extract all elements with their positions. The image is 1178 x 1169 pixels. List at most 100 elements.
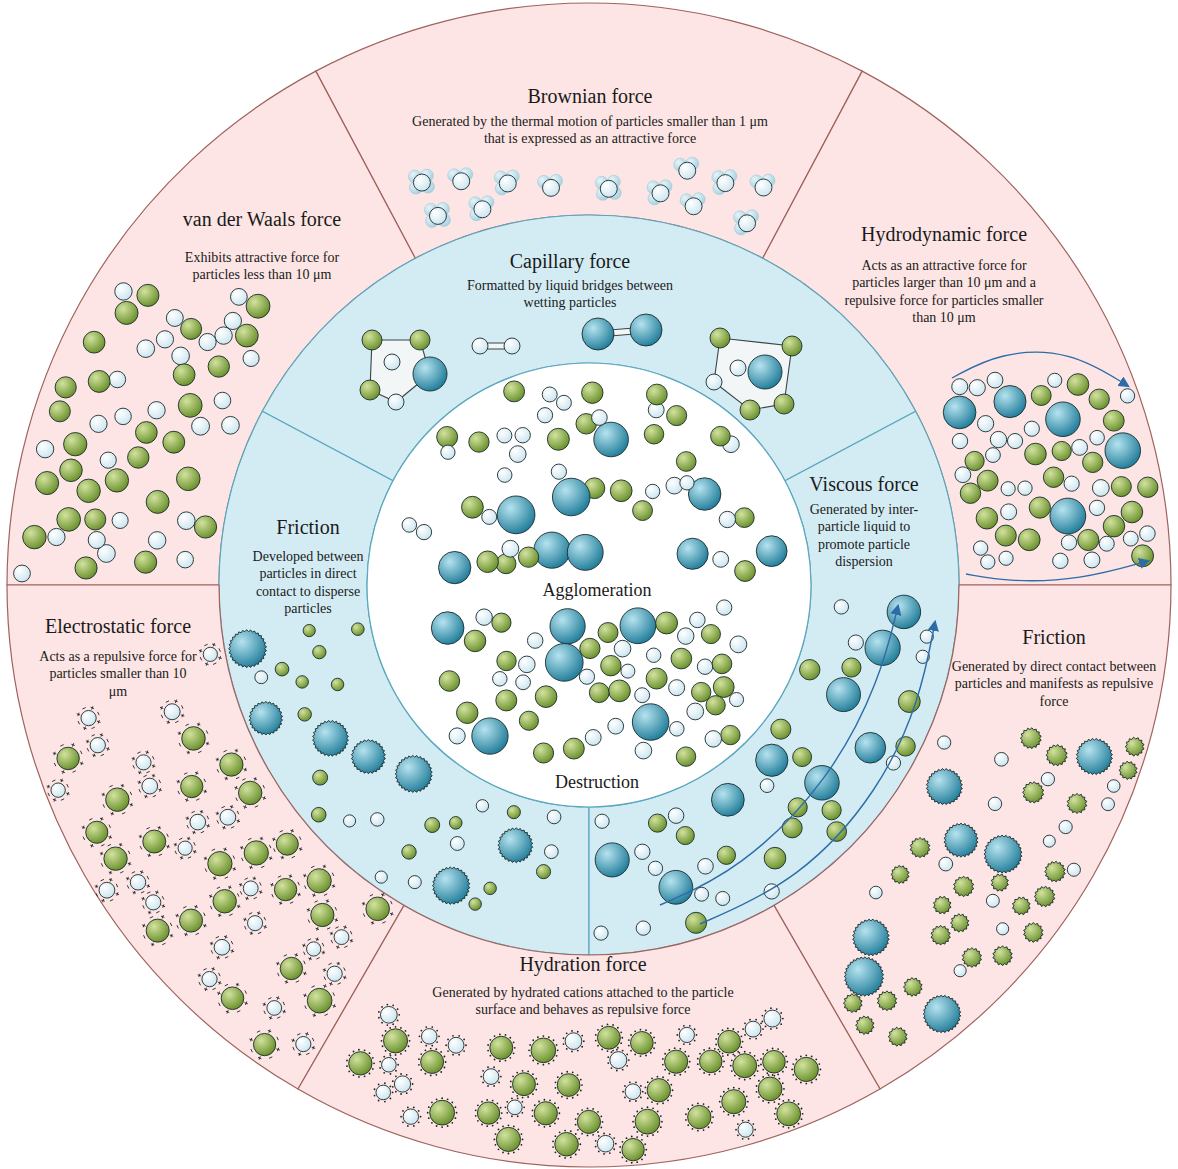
hydrated-cation — [447, 1039, 449, 1041]
smooth-particle — [221, 987, 244, 1010]
hydrated-cation — [413, 1107, 415, 1109]
hydrated-cation — [392, 1086, 394, 1088]
hydrated-cation — [566, 1032, 568, 1034]
particle — [1067, 374, 1089, 396]
hydrated-cation — [436, 1098, 438, 1100]
hydrated-cation — [420, 1116, 422, 1118]
smooth-particle — [275, 662, 289, 676]
hydrated-cation — [595, 1040, 597, 1042]
smooth-particle — [756, 744, 788, 776]
hydrated-cation — [398, 1014, 400, 1016]
particle — [208, 356, 229, 377]
particle — [981, 555, 995, 569]
smooth-particle — [855, 732, 886, 763]
hydrated-cation — [641, 1139, 643, 1141]
smooth-particle — [180, 909, 203, 932]
hydrated-cation — [818, 1063, 820, 1065]
hydrated-cation — [575, 1118, 577, 1120]
smooth-particle — [437, 426, 458, 447]
particle — [710, 328, 730, 348]
smooth-particle — [679, 1027, 694, 1042]
particle — [515, 428, 530, 443]
particle — [1024, 421, 1039, 436]
smooth-particle — [1099, 536, 1114, 551]
particle — [528, 1035, 558, 1065]
hydrated-cation — [727, 1088, 729, 1090]
hydrated-cation — [641, 1159, 643, 1161]
hydrated-cation — [579, 1143, 581, 1145]
hydrated-cation — [708, 1047, 710, 1049]
particle — [999, 551, 1013, 565]
hydrated-cation — [748, 1138, 750, 1140]
particle — [592, 410, 608, 426]
particle — [782, 336, 802, 356]
hydrated-cation — [685, 1119, 687, 1121]
particle — [450, 837, 464, 851]
hydrated-cation — [742, 1028, 744, 1030]
particle — [449, 817, 462, 830]
smooth-particle — [688, 1105, 711, 1128]
particle — [313, 720, 349, 756]
smooth-particle — [969, 380, 985, 396]
particle — [55, 377, 76, 398]
smooth-particle — [1043, 467, 1063, 487]
particle — [173, 364, 195, 386]
hydrated-cation — [372, 1068, 374, 1070]
hydrated-cation — [738, 1078, 740, 1080]
smooth-particle — [952, 433, 967, 448]
hydrated-cation — [575, 1124, 577, 1126]
hydrated-cation — [662, 1102, 664, 1104]
smooth-particle — [597, 1135, 614, 1152]
particle — [192, 417, 210, 435]
hydrated-cation — [611, 1067, 613, 1069]
hydrated-cation — [418, 1058, 420, 1060]
smooth-particle — [610, 1052, 627, 1069]
hydrated-cation — [740, 1046, 742, 1048]
smooth-particle — [898, 691, 920, 713]
hydrated-cation — [512, 1075, 514, 1077]
particle — [469, 432, 489, 452]
smooth-particle — [280, 957, 302, 979]
smooth-particle — [519, 711, 538, 730]
hydrated-cation — [410, 1078, 412, 1080]
hydrated-cation — [757, 1070, 759, 1072]
particle — [834, 600, 848, 614]
smooth-particle — [986, 448, 1001, 463]
smooth-particle — [86, 821, 108, 843]
hydrated-cation — [385, 1050, 387, 1052]
particle — [112, 512, 128, 528]
particle — [756, 744, 788, 776]
hydrated-cation — [703, 1129, 705, 1131]
hydrated-cation — [800, 1056, 802, 1058]
particle — [943, 396, 976, 429]
smooth-particle — [220, 809, 236, 825]
smooth-particle — [238, 781, 261, 804]
particle — [1138, 477, 1158, 497]
hydrated-cation — [554, 1102, 556, 1104]
hydrated-cation — [455, 1117, 457, 1119]
particle — [222, 416, 240, 434]
particle — [519, 711, 538, 730]
smooth-particle — [556, 395, 571, 410]
hydrated-cation — [561, 1073, 563, 1075]
smooth-particle — [311, 903, 334, 926]
hydrated-cation — [477, 1104, 479, 1106]
particle — [988, 797, 1001, 810]
smooth-particle — [14, 565, 31, 582]
hydrated-cation — [708, 1106, 710, 1108]
particle — [842, 658, 861, 677]
particle — [955, 467, 971, 483]
particle — [504, 381, 525, 402]
hydrated-cation — [431, 1102, 433, 1104]
particle — [719, 511, 735, 527]
smooth-particle — [194, 516, 216, 538]
smooth-particle — [543, 179, 560, 196]
particle — [1140, 526, 1156, 542]
smooth-particle — [462, 496, 484, 518]
smooth-particle — [1061, 535, 1076, 550]
particle — [437, 426, 458, 447]
particle — [230, 288, 247, 305]
hydrated-cation — [552, 1140, 554, 1142]
hydrated-cation — [711, 1111, 713, 1113]
hydrated-cation — [697, 1103, 699, 1105]
